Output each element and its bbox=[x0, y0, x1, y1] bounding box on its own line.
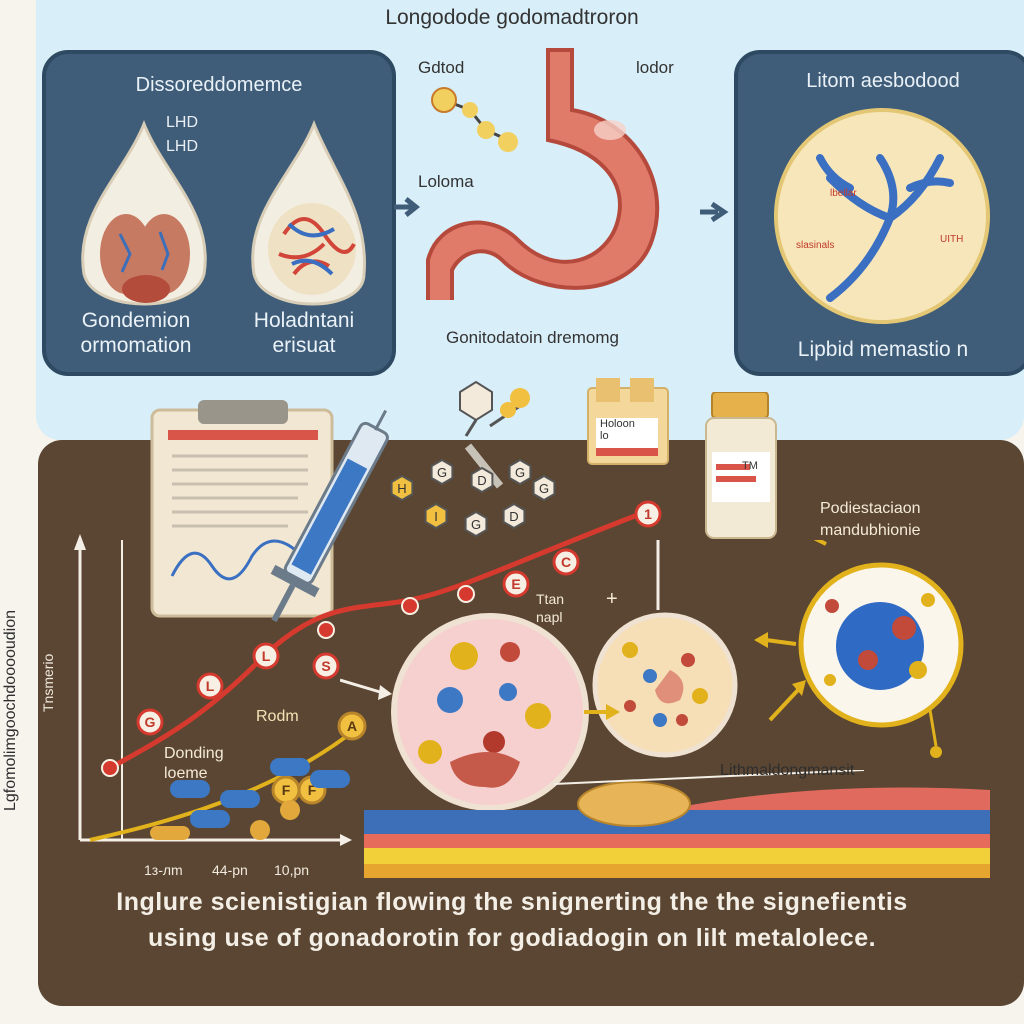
center-subtitle: Gonitodatoin dremomg bbox=[446, 328, 619, 347]
membrane-label: Lithmaldongmansit bbox=[720, 762, 855, 779]
line-node-3 bbox=[252, 642, 280, 670]
label-podiestaciaon: Podiestaciaon mandubhionie bbox=[820, 500, 921, 539]
line-node-6-label: C bbox=[561, 554, 571, 570]
x-tick-3: 10,pn bbox=[274, 862, 310, 878]
molecule-node-4-label: G bbox=[515, 465, 525, 480]
vial-bottle-label: TM bbox=[742, 460, 758, 472]
red-trend-line bbox=[108, 511, 641, 771]
label-rodm: Rodm bbox=[256, 708, 299, 725]
molecule-node-5-label: G bbox=[539, 481, 549, 496]
line-node-1 bbox=[136, 708, 164, 736]
vessel-lines-left bbox=[118, 231, 170, 273]
vial-box-label: Ηoloon lo bbox=[600, 418, 635, 442]
y-axis-arrow-icon bbox=[74, 534, 86, 550]
plus-sign: + bbox=[606, 588, 618, 610]
line-dot-3 bbox=[401, 597, 419, 615]
molecule-node-8-label: D bbox=[509, 509, 518, 524]
molecule-node-6-label: I bbox=[434, 509, 438, 524]
molecule-node-1 bbox=[390, 474, 414, 502]
outer-y-axis-label: Lgfomolimgoochdooooudion bbox=[2, 609, 19, 811]
organ-label-right: Holadntani erisuat bbox=[253, 309, 355, 357]
arrow-right-icon-2 bbox=[700, 201, 729, 223]
line-node-1-label: G bbox=[145, 714, 156, 730]
molecule-node-6 bbox=[424, 502, 448, 530]
yellow-node-3-label: F bbox=[308, 782, 317, 798]
vial-bottle-icon bbox=[705, 392, 777, 539]
molecule-node-3-label: D bbox=[477, 473, 486, 488]
line-node-6 bbox=[552, 548, 580, 576]
molecule-node-1-label: H bbox=[397, 481, 406, 496]
left-panel-title: Dissoreddomemce bbox=[135, 74, 303, 96]
liver-icon bbox=[268, 203, 356, 295]
caption-line-1: Inglure scienistigian flowing the snigne… bbox=[116, 888, 908, 916]
x-axis-arrow-icon bbox=[340, 834, 352, 846]
line-node-4 bbox=[312, 652, 340, 680]
line-dot-1 bbox=[101, 759, 119, 777]
molecule-node-2 bbox=[430, 458, 454, 486]
tag-lhd-2: LHD bbox=[166, 138, 199, 155]
label-donding: Donding loeme bbox=[164, 745, 224, 782]
line-node-7-label: 1 bbox=[644, 506, 652, 522]
x-tick-1: 1з-лm bbox=[144, 862, 183, 878]
line-dot-2 bbox=[317, 621, 335, 639]
molecule-node-8 bbox=[502, 502, 526, 530]
trend-lines: G L L S E C 1 A F F bbox=[89, 500, 662, 842]
label-lodor: lodor bbox=[636, 58, 674, 77]
molecule-node-5 bbox=[532, 474, 556, 502]
line-dot-4 bbox=[457, 585, 475, 603]
arrow-right-icon bbox=[394, 197, 421, 217]
right-panel: Litom aesbodood lbellar slasinals UITH L… bbox=[734, 50, 1024, 376]
molecule-node-2-label: G bbox=[437, 465, 447, 480]
organ-base-icon bbox=[122, 275, 170, 303]
right-panel-title: Litom aesbodood bbox=[806, 70, 960, 92]
line-node-7 bbox=[634, 500, 662, 528]
line-node-2 bbox=[196, 672, 224, 700]
right-panel-footer: Lipbid memastio n bbox=[797, 338, 969, 361]
inner-tag-1: lbellar bbox=[830, 188, 857, 199]
line-node-5-label: E bbox=[511, 576, 520, 592]
yellow-node-1 bbox=[337, 711, 367, 741]
molecule-node-7-label: G bbox=[471, 517, 481, 532]
inner-y-axis-label: Tnsmerio bbox=[40, 653, 56, 712]
organ-label-left: Gondemion ormomation bbox=[80, 309, 192, 357]
line-node-2-label: L bbox=[206, 678, 215, 694]
chart-plot bbox=[74, 534, 352, 846]
yellow-node-2-label: F bbox=[282, 782, 291, 798]
molecule-chain-icon bbox=[431, 87, 518, 152]
line-node-5 bbox=[502, 570, 530, 598]
lung-right-icon bbox=[138, 214, 190, 294]
line-node-3-label: L bbox=[262, 648, 271, 664]
tag-lhd-1: LHD bbox=[166, 114, 199, 131]
vascular-tree-illustration: lbellar slasinals UITH bbox=[774, 108, 990, 324]
vial-box-icon bbox=[587, 378, 669, 465]
label-ttan: Ttan napl bbox=[536, 591, 565, 625]
caption-line-2: using use of gonadorotin for godiadogin … bbox=[147, 924, 877, 952]
inner-tag-3: UITH bbox=[940, 234, 963, 245]
stomach-illustration bbox=[426, 48, 660, 300]
label-loloma: Loloma bbox=[418, 172, 474, 191]
x-tick-2: 44-pn bbox=[212, 862, 248, 878]
pills-icon bbox=[150, 758, 350, 840]
molecule-node-7 bbox=[464, 510, 488, 538]
lung-left-icon bbox=[100, 214, 152, 294]
line-node-4-label: S bbox=[321, 658, 330, 674]
cell-membrane-band bbox=[364, 770, 990, 878]
vein-lines bbox=[287, 222, 336, 276]
yellow-node-1-label: A bbox=[347, 718, 357, 734]
caption: Inglure scienistigian flowing the snigne… bbox=[40, 884, 984, 956]
main-title: Longodode godomadtroron bbox=[385, 6, 639, 29]
syringe-icon bbox=[270, 409, 389, 623]
organ-illustrations bbox=[81, 119, 366, 306]
cell-circle-large bbox=[391, 613, 589, 811]
molecule-node-3 bbox=[470, 466, 494, 494]
molecule-node-4 bbox=[508, 458, 532, 486]
cell-circle-right bbox=[798, 562, 964, 728]
cell-circle-medium bbox=[592, 612, 738, 758]
flow-arrows bbox=[340, 540, 942, 758]
inner-tag-2: slasinals bbox=[796, 240, 834, 251]
label-gdtod: Gdtod bbox=[418, 58, 465, 77]
left-panel: Dissoreddomemce LHD LHD Gondemion ormoma… bbox=[42, 50, 396, 376]
